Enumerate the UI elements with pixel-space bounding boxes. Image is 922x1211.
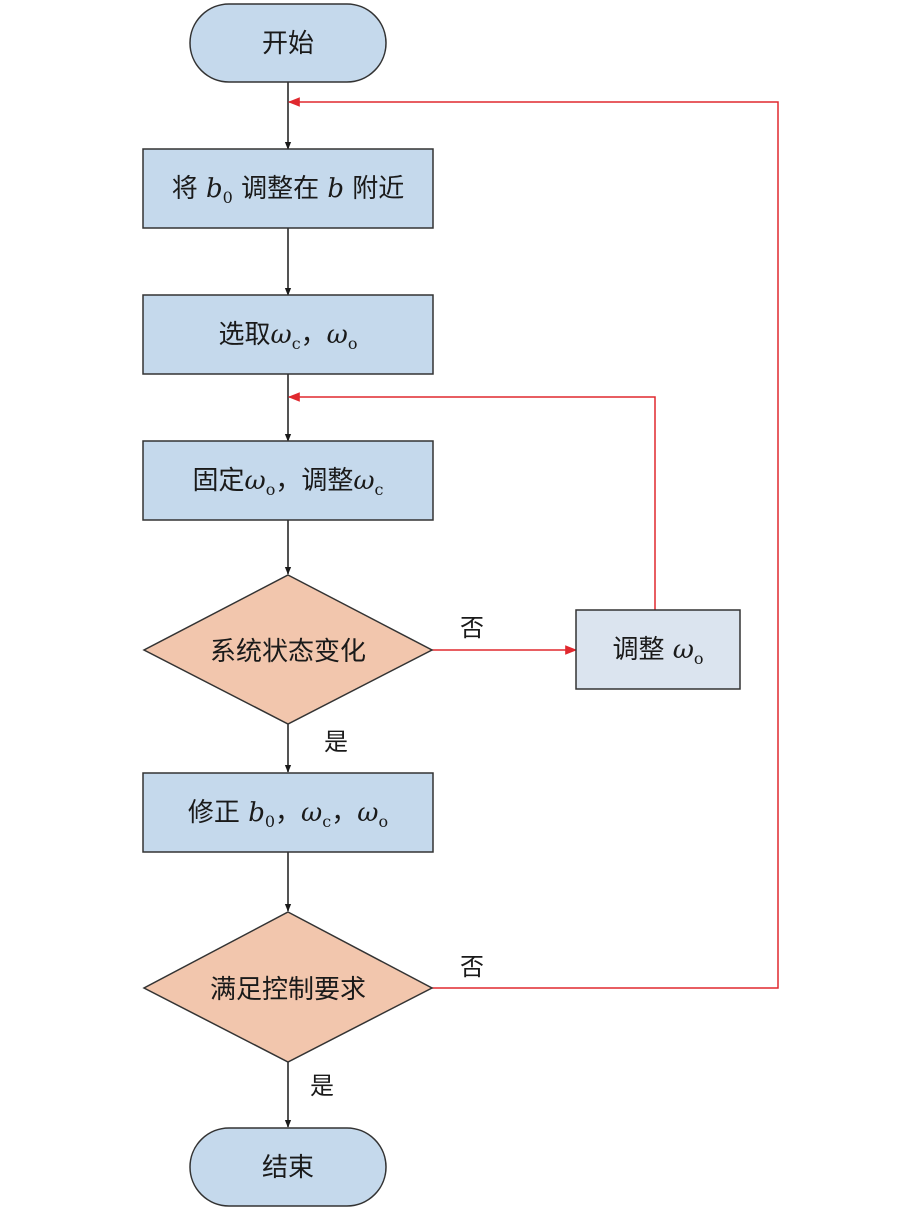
step-adjust-omega-o-box bbox=[575, 609, 741, 690]
edge-label-decision2-no: 否 bbox=[460, 953, 484, 981]
step-adjust-b0-label: 将 b0 调整在 b 附近 bbox=[172, 174, 405, 207]
decision-state-change-label: 系统状态变化 bbox=[210, 637, 366, 667]
end-terminal: 结束 bbox=[189, 1127, 387, 1207]
decision-state-change: 系统状态变化 bbox=[142, 574, 434, 725]
step-fix-omega-o-label: 固定ωo，调整ωc bbox=[192, 466, 383, 499]
step-correct-params-label: 修正 b0，ωc，ωo bbox=[188, 798, 388, 831]
step-select-omega-box bbox=[142, 294, 434, 375]
edge-side-loop-back bbox=[287, 392, 656, 610]
loop-connectors bbox=[287, 97, 779, 989]
decision-requirements-met-shape bbox=[142, 911, 434, 1063]
step-correct-params-box bbox=[142, 772, 434, 853]
step-adjust-omega-o-label: 调整 ωo bbox=[612, 635, 703, 668]
step-correct-params: 修正 b0，ωc，ωo bbox=[142, 772, 434, 853]
step-fix-omega-o-box bbox=[142, 440, 434, 521]
step-select-omega-label: 选取ωc，ωo bbox=[218, 320, 357, 353]
step-select-omega: 选取ωc，ωo bbox=[142, 294, 434, 375]
step-adjust-omega-o: 调整 ωo bbox=[575, 609, 741, 690]
step-fix-omega-o: 固定ωo，调整ωc bbox=[142, 440, 434, 521]
decision-state-change-shape bbox=[142, 574, 434, 725]
end-terminal-shape bbox=[189, 1127, 387, 1207]
edge-label-decision1-no: 否 bbox=[460, 614, 484, 642]
start-terminal: 开始 bbox=[189, 3, 387, 83]
start-label: 开始 bbox=[262, 29, 314, 59]
step-adjust-b0: 将 b0 调整在 b 附近 bbox=[142, 148, 434, 229]
edge-label-decision2-yes: 是 bbox=[310, 1072, 334, 1100]
start-terminal-shape bbox=[189, 3, 387, 83]
step-adjust-b0-box bbox=[142, 148, 434, 229]
decision-requirements-met-label: 满足控制要求 bbox=[210, 975, 366, 1005]
edge-label-decision1-yes: 是 bbox=[324, 728, 348, 756]
edge-decision2-loop-back bbox=[287, 97, 779, 989]
end-label: 结束 bbox=[262, 1153, 314, 1183]
decision-requirements-met: 满足控制要求 bbox=[142, 911, 434, 1063]
